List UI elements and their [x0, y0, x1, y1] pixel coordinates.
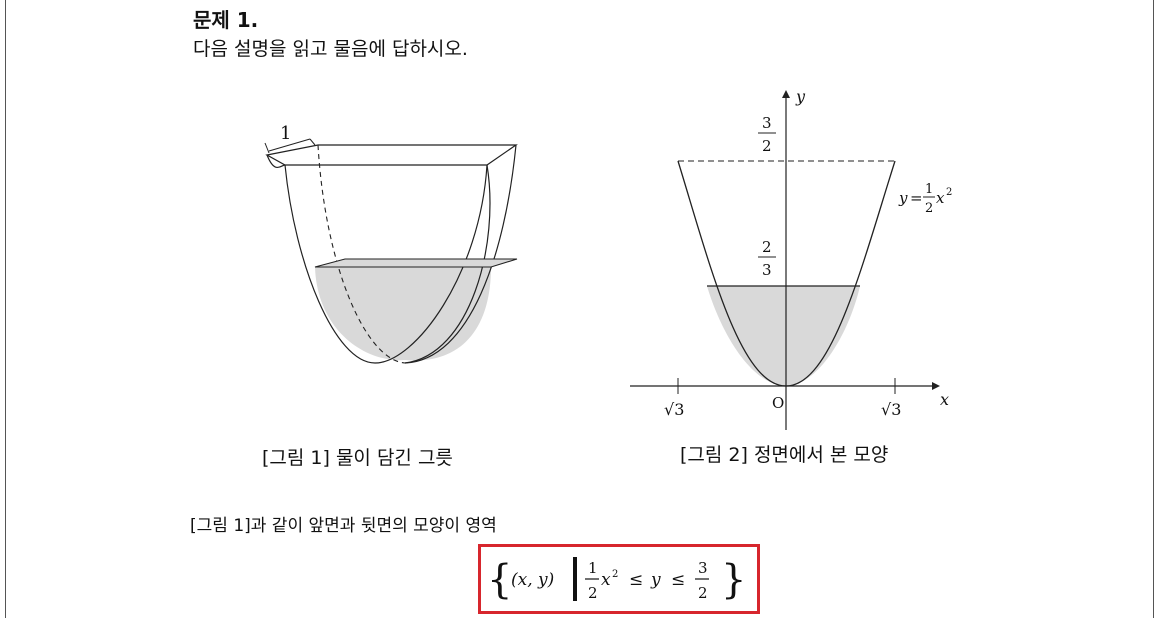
curve-eq-exp: 2: [946, 187, 952, 198]
problem-intro: 다음 설명을 읽고 물음에 답하시오.: [193, 38, 468, 60]
y-axis-label: y: [795, 87, 806, 106]
curve-eq-equals: =: [910, 189, 923, 207]
formula-highlight-box: { (x, y) 1 2 x 2 ≤ y ≤ 3 2 }: [478, 544, 760, 614]
page-frame-right: [1153, 0, 1154, 618]
bowl-top-rim: [265, 144, 518, 166]
formula-var: x: [601, 570, 611, 590]
top-fraction-num: 3: [762, 114, 772, 132]
formula-exp: 2: [612, 569, 618, 580]
bowl-left-edge: [266, 154, 286, 169]
water-surface: [314, 258, 518, 268]
y-axis-arrow: [782, 90, 790, 98]
figure-1-caption: [그림 1] 물이 담긴 그릇: [262, 447, 453, 469]
page-frame-left: [5, 0, 6, 618]
bowl-outer-right: [404, 144, 517, 364]
figure-2-graph: y x O 3 2 2 3 y = 1 2 x 2 √3 √3: [630, 87, 952, 430]
problem-title: 문제 1.: [193, 8, 259, 32]
width-label: 1: [280, 123, 291, 144]
bowl-back-curve: [404, 164, 491, 364]
figure-2-caption: [그림 2] 정면에서 본 모양: [680, 444, 889, 466]
divider-bar: [573, 557, 577, 601]
curve-eq-var: x: [936, 189, 945, 207]
width-marker-3: [309, 138, 316, 146]
formula-bound-num: 3: [698, 559, 708, 577]
water-fraction-num: 2: [762, 238, 772, 256]
water-area: [707, 286, 860, 386]
formula-coef-den: 2: [588, 584, 598, 602]
top-fraction-den: 2: [762, 137, 772, 155]
curve-eq-den: 2: [925, 201, 933, 216]
formula-coef-num: 1: [588, 559, 598, 577]
right-tick-label: √3: [881, 400, 901, 419]
formula-le-2: ≤: [671, 570, 685, 590]
curve-eq-num: 1: [925, 182, 933, 197]
x-axis-arrow: [932, 382, 940, 390]
formula-y: y: [650, 570, 661, 590]
water-region: [315, 267, 491, 361]
formula-bound-den: 2: [698, 584, 708, 602]
formula-pair: (x, y): [511, 570, 554, 590]
bowl-hidden-curve: [317, 144, 406, 364]
right-brace: }: [721, 557, 746, 603]
width-marker-2: [264, 142, 270, 154]
width-marker-1: [268, 138, 311, 152]
formula-le-1: ≤: [629, 570, 643, 590]
bowl-front-curve: [284, 164, 488, 364]
x-axis-label: x: [940, 390, 949, 409]
left-brace: {: [487, 557, 512, 603]
set-formula: { (x, y) 1 2 x 2 ≤ y ≤ 3 2 }: [487, 557, 746, 603]
parabola-curve: [677, 160, 896, 387]
curve-eq-y: y: [898, 189, 908, 207]
body-text-line: [그림 1]과 같이 앞면과 뒷면의 모양이 영역: [190, 516, 497, 536]
figure-1-bowl: 1: [264, 123, 518, 364]
water-fraction-den: 3: [762, 261, 772, 279]
left-tick-label: √3: [664, 400, 684, 419]
origin-label: O: [772, 394, 784, 412]
